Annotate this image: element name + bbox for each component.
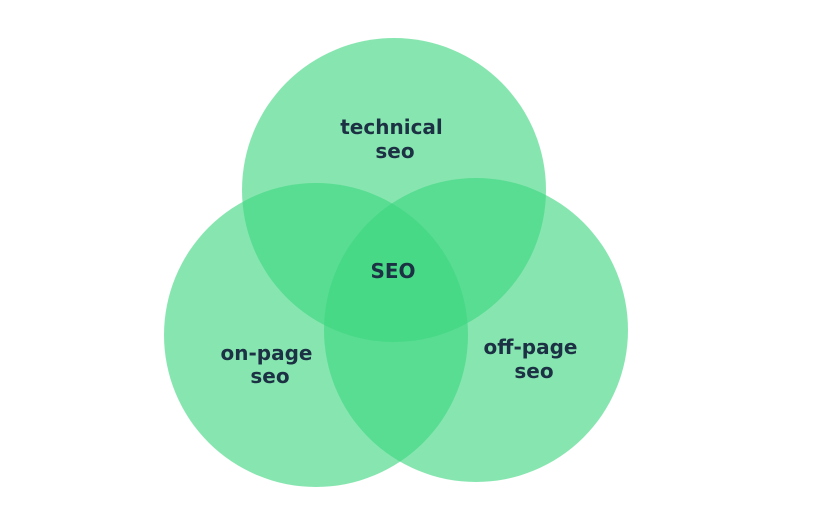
on-page-seo-label-line-2: seo <box>250 364 289 388</box>
off-page-seo-label-line-2: seo <box>514 359 553 383</box>
off-page-seo-circle <box>324 178 628 482</box>
technical-seo-label: technical seo <box>340 115 450 163</box>
seo-center-label: SEO <box>370 259 415 283</box>
on-page-seo-label-line-1: on-page <box>221 341 313 365</box>
off-page-seo-label: off-page seo <box>484 335 585 383</box>
technical-seo-label-line-1: technical <box>340 115 443 139</box>
off-page-seo-label-line-1: off-page <box>484 335 578 359</box>
technical-seo-label-line-2: seo <box>375 139 414 163</box>
on-page-seo-label: on-page seo <box>221 341 320 388</box>
venn-circles <box>164 38 628 487</box>
